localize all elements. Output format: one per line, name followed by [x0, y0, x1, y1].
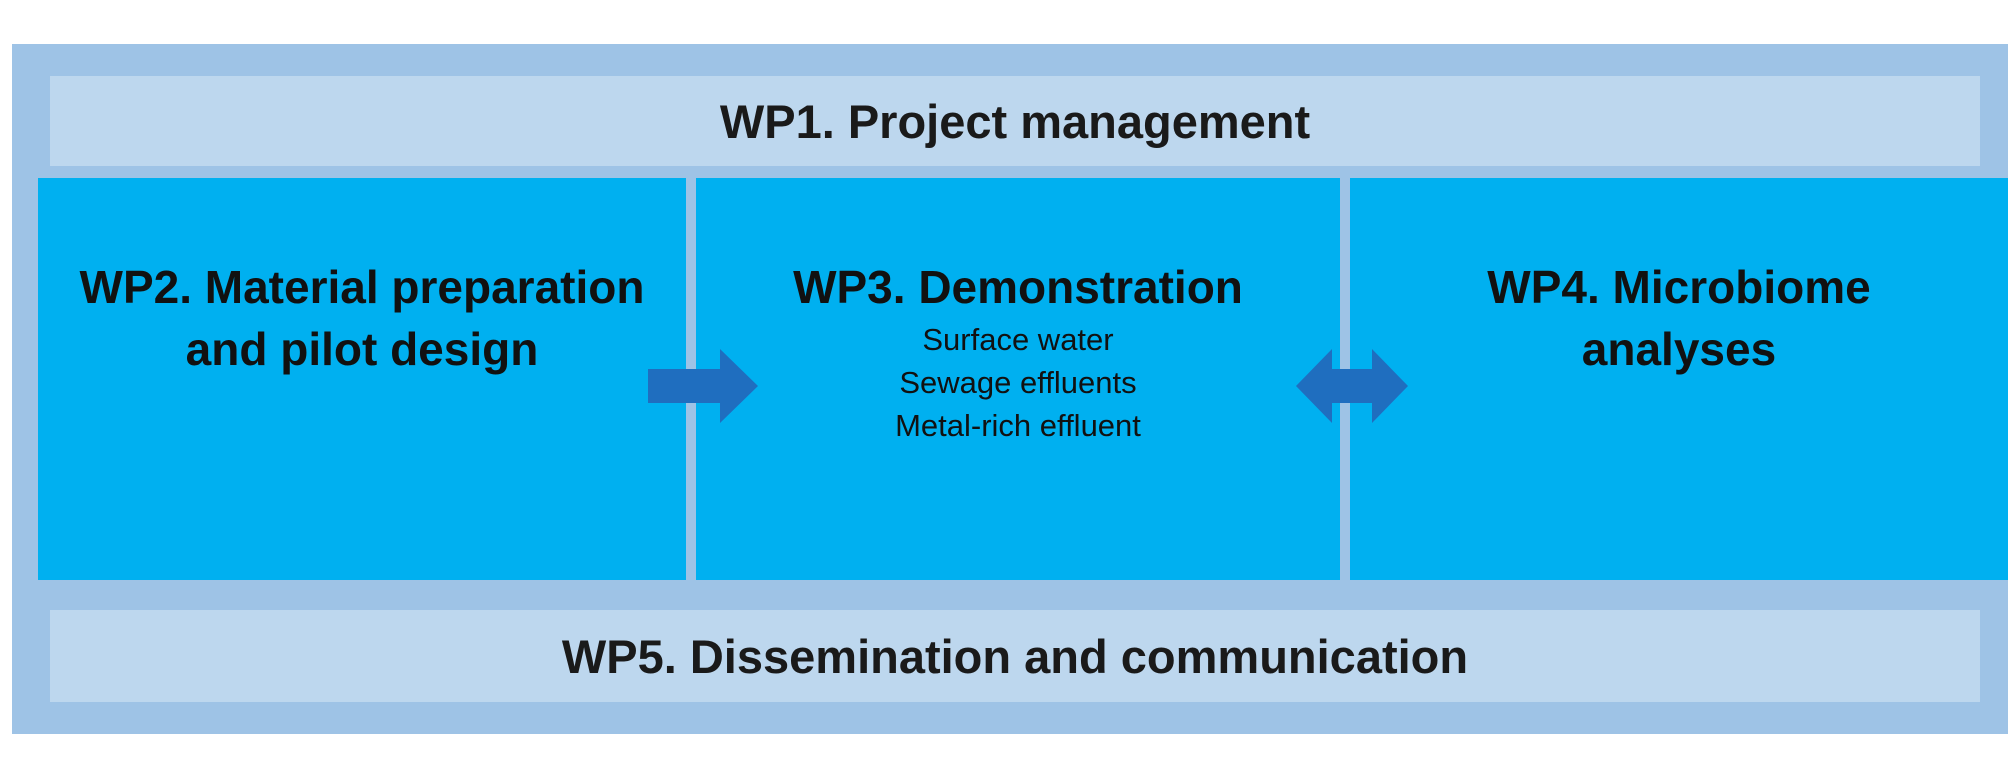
wp3-item-surface-water: Surface water — [922, 322, 1114, 357]
wp4-box: WP4. Microbiome analyses — [1350, 178, 2008, 580]
wp5-title: WP5. Dissemination and communication — [561, 629, 1469, 683]
wp5-bar: WP5. Dissemination and communication — [50, 610, 1980, 702]
wp3-item-metal-rich-effluent: Metal-rich effluent — [895, 408, 1141, 443]
wp2-title: WP2. Material preparation and pilot desi… — [79, 261, 645, 375]
wp3-box: WP3. Demonstration Surface water Sewage … — [696, 178, 1340, 580]
wp1-bar: WP1. Project management — [50, 76, 1980, 166]
right-arrow-icon — [648, 349, 758, 423]
wp3-title: WP3. Demonstration — [793, 261, 1243, 313]
diagram-frame: WP1. Project management WP2. Material pr… — [12, 44, 2008, 734]
wp3-item-sewage-effluents: Sewage effluents — [899, 365, 1137, 400]
wp2-box: WP2. Material preparation and pilot desi… — [38, 178, 686, 580]
wp1-title: WP1. Project management — [719, 94, 1311, 148]
double-arrow-icon — [1296, 349, 1408, 423]
wp4-title: WP4. Microbiome analyses — [1487, 261, 1871, 375]
